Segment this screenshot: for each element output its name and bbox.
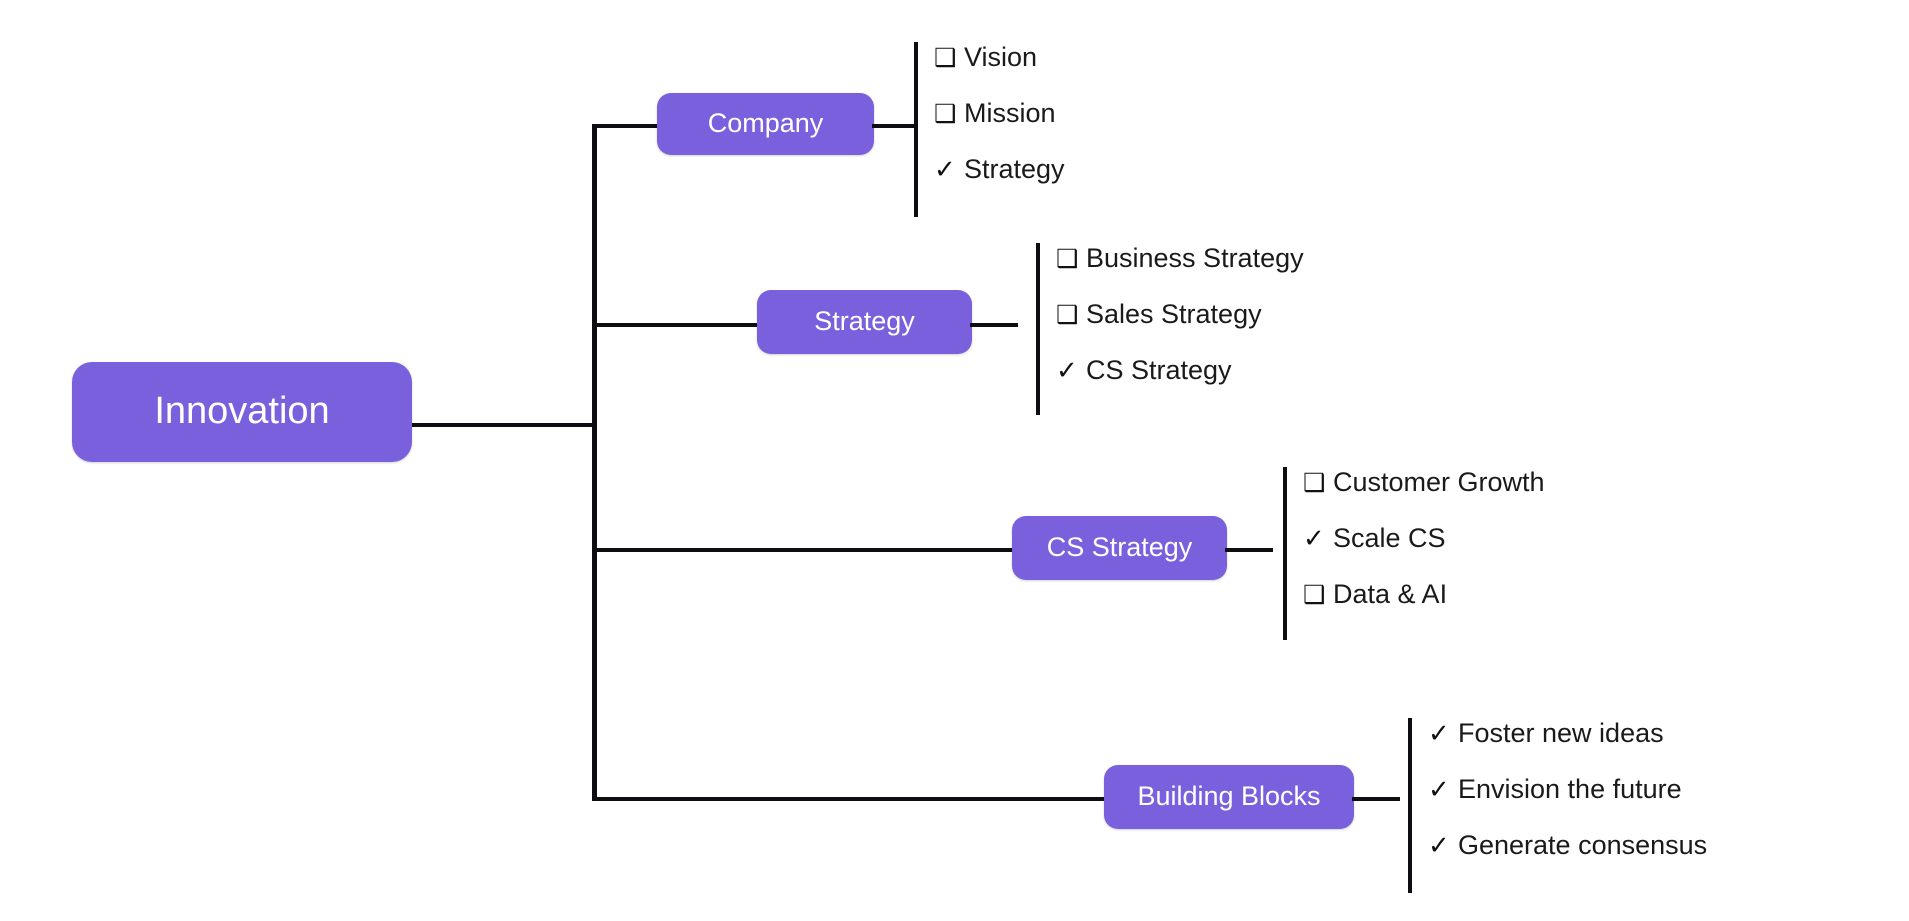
- list-item-label: Envision the future: [1458, 774, 1682, 804]
- list-item[interactable]: ✓ CS Strategy: [1056, 355, 1232, 386]
- connector-company-to-leaves: [872, 124, 918, 128]
- connector-building-blocks-to-leaves: [1352, 797, 1400, 801]
- list-item-label: Sales Strategy: [1086, 299, 1262, 329]
- list-item-label: Data & AI: [1333, 579, 1448, 609]
- list-item[interactable]: ✓ Envision the future: [1428, 774, 1682, 805]
- branch-node-building-blocks[interactable]: Building Blocks: [1104, 765, 1354, 829]
- list-item[interactable]: ✓ Generate consensus: [1428, 830, 1707, 861]
- checkbox-unchecked-icon[interactable]: ❑: [1056, 300, 1079, 329]
- checkmark-icon[interactable]: ✓: [1428, 830, 1450, 860]
- list-item-label: Scale CS: [1333, 523, 1446, 553]
- checkmark-icon[interactable]: ✓: [1056, 355, 1078, 385]
- list-item[interactable]: ❑ Mission: [934, 98, 1056, 129]
- leafgroup-spine: [1408, 718, 1412, 893]
- connector-root-stem: [412, 423, 596, 427]
- list-item[interactable]: ✓ Scale CS: [1303, 523, 1446, 554]
- checkbox-unchecked-icon[interactable]: ❑: [1303, 580, 1326, 609]
- connector-branch-cs-strategy: [592, 548, 1017, 552]
- list-item-label: Customer Growth: [1333, 467, 1545, 497]
- branch-node-label: Building Blocks: [1137, 781, 1321, 812]
- list-item-label: CS Strategy: [1086, 355, 1232, 385]
- branch-node-label: Company: [707, 108, 824, 139]
- checkbox-unchecked-icon[interactable]: ❑: [1303, 468, 1326, 497]
- connector-branch-strategy: [592, 323, 760, 327]
- branch-node-label: CS Strategy: [1046, 532, 1193, 563]
- connector-branch-company: [592, 124, 662, 128]
- connector-branch-building-blocks: [592, 797, 1112, 801]
- list-item[interactable]: ✓ Foster new ideas: [1428, 718, 1664, 749]
- connector-strategy-to-leaves: [970, 323, 1018, 327]
- leafgroup-spine: [1283, 467, 1287, 640]
- list-item[interactable]: ❑ Data & AI: [1303, 579, 1447, 610]
- list-item[interactable]: ❑ Business Strategy: [1056, 243, 1304, 274]
- branch-node-company[interactable]: Company: [657, 93, 874, 155]
- branch-node-strategy[interactable]: Strategy: [757, 290, 972, 354]
- branch-node-label: Strategy: [814, 306, 915, 337]
- connector-main-spine: [592, 126, 597, 800]
- list-item-label: Business Strategy: [1086, 243, 1304, 273]
- list-item[interactable]: ❑ Vision: [934, 42, 1037, 73]
- leafgroup-spine: [914, 42, 918, 217]
- list-item[interactable]: ❑ Sales Strategy: [1056, 299, 1262, 330]
- checkbox-unchecked-icon[interactable]: ❑: [934, 43, 957, 72]
- list-item-label: Generate consensus: [1458, 830, 1708, 860]
- checkmark-icon[interactable]: ✓: [1428, 774, 1450, 804]
- checkbox-unchecked-icon[interactable]: ❑: [1056, 244, 1079, 273]
- branch-node-cs-strategy[interactable]: CS Strategy: [1012, 516, 1227, 580]
- checkbox-unchecked-icon[interactable]: ❑: [934, 99, 957, 128]
- leafgroup-spine: [1036, 243, 1040, 415]
- list-item-label: Foster new ideas: [1458, 718, 1664, 748]
- checkmark-icon[interactable]: ✓: [934, 154, 956, 184]
- list-item-label: Strategy: [964, 154, 1065, 184]
- list-item[interactable]: ❑ Customer Growth: [1303, 467, 1545, 498]
- list-item-label: Mission: [964, 98, 1056, 128]
- list-item[interactable]: ✓ Strategy: [934, 154, 1065, 185]
- checkmark-icon[interactable]: ✓: [1428, 718, 1450, 748]
- root-node-innovation[interactable]: Innovation: [72, 362, 412, 462]
- connector-cs-strategy-to-leaves: [1225, 548, 1273, 552]
- list-item-label: Vision: [964, 42, 1038, 72]
- root-node-label: Innovation: [154, 390, 330, 433]
- checkmark-icon[interactable]: ✓: [1303, 523, 1325, 553]
